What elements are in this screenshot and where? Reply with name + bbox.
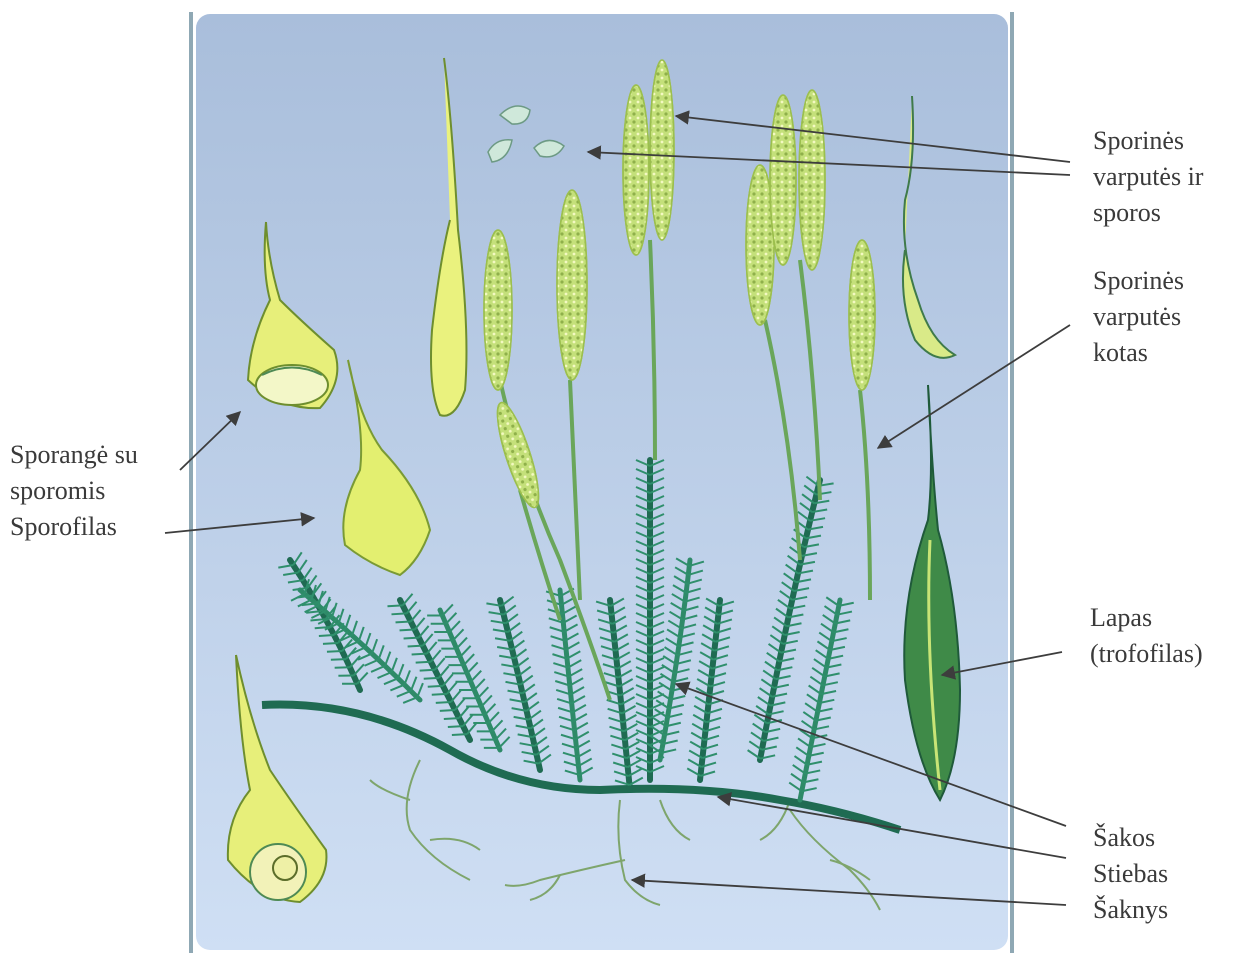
label-cone-stalk-line-3: kotas: [1093, 335, 1184, 371]
label-spore-cones-line-3: sporos: [1093, 195, 1203, 231]
label-leaf-line-1: Lapas: [1090, 600, 1203, 636]
needle: [416, 662, 431, 663]
needle: [432, 694, 447, 695]
needle: [420, 670, 435, 671]
label-cone-stalk-line-1: Sporinės: [1093, 263, 1184, 299]
needle: [440, 710, 455, 711]
label-cone-stalk: Sporinės varputės kotas: [1093, 263, 1184, 371]
needle: [424, 678, 439, 679]
label-bottom-group: Šakos Stiebas Šaknys: [1093, 820, 1168, 928]
needle: [412, 654, 427, 655]
label-cone-stalk-line-2: varputės: [1093, 299, 1184, 335]
label-spore-cones: Sporinės varputės ir sporos: [1093, 123, 1203, 231]
label-branches: Šakos: [1093, 820, 1168, 856]
needle: [400, 630, 415, 631]
needle: [331, 659, 346, 660]
label-sporophyll: Sporofilas: [10, 509, 138, 545]
label-leaf-line-2: (trofofilas): [1090, 636, 1203, 672]
label-sporangium: Sporangė su sporomis Sporofilas: [10, 437, 138, 545]
needle: [323, 643, 338, 644]
needle: [436, 702, 451, 703]
label-leaf: Lapas (trofofilas): [1090, 600, 1203, 672]
needle: [452, 734, 467, 735]
needle: [448, 726, 463, 727]
background-panel: [196, 14, 1008, 950]
needle: [428, 686, 443, 687]
needle: [444, 718, 459, 719]
label-stem: Stiebas: [1093, 856, 1168, 892]
needle: [396, 621, 411, 622]
needle: [327, 651, 342, 652]
label-spore-cones-line-2: varputės ir: [1093, 159, 1203, 195]
label-roots: Šaknys: [1093, 892, 1168, 928]
needle: [408, 646, 423, 647]
needle: [392, 613, 407, 614]
needle: [310, 619, 325, 620]
label-spore-cones-line-1: Sporinės: [1093, 123, 1203, 159]
needle: [404, 638, 419, 639]
needle: [387, 605, 402, 606]
label-sporangium-line-1: Sporangė su: [10, 437, 138, 473]
label-sporangium-line-2: sporomis: [10, 473, 138, 509]
